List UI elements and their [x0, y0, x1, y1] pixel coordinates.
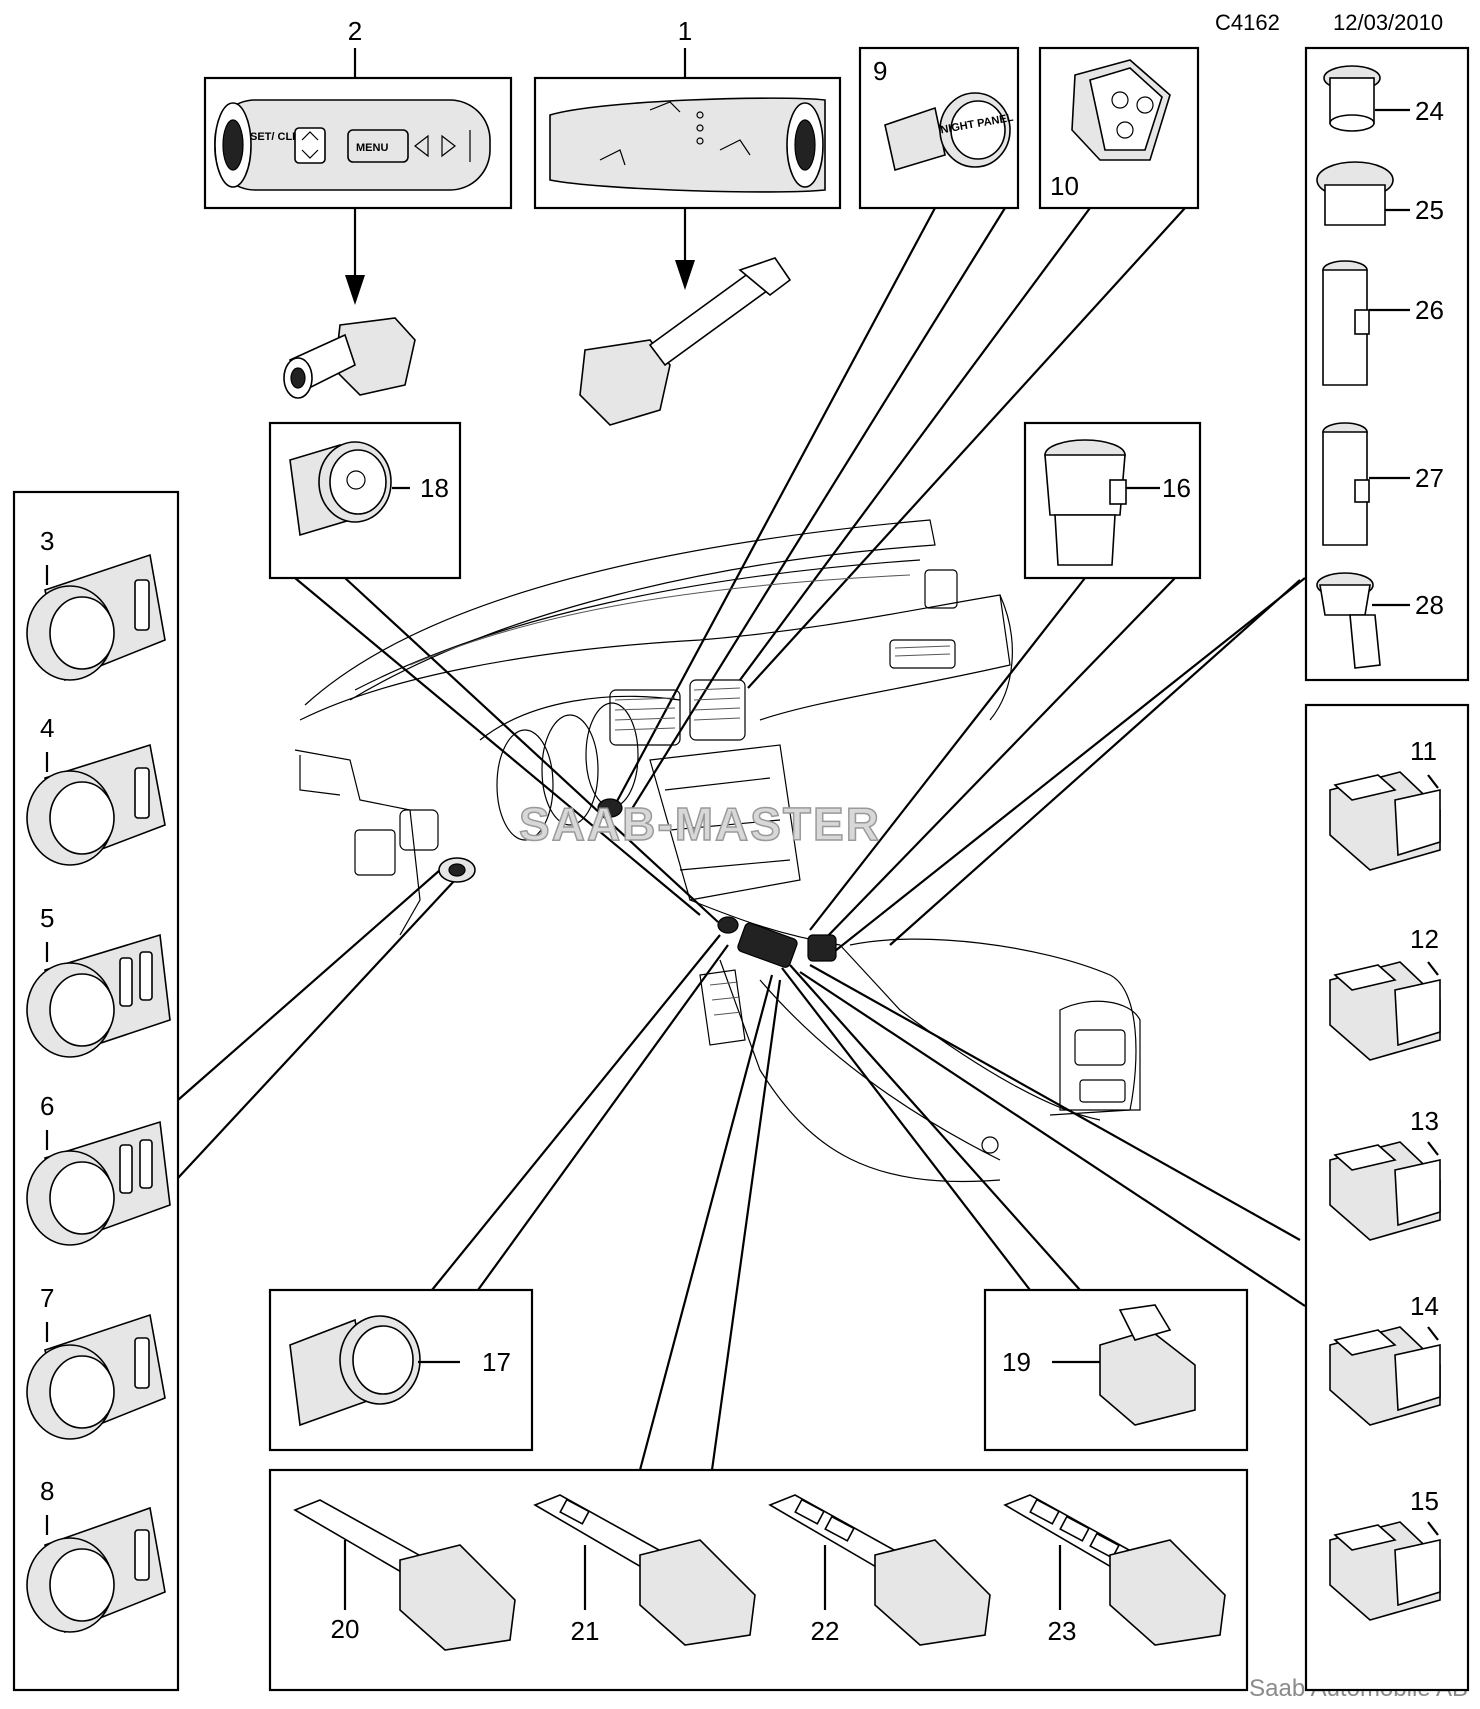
- wiper-stalk-icon: [579, 257, 792, 426]
- part-9-box: NIGHT PANEL: [858, 46, 1020, 210]
- callout-3: 3: [40, 526, 54, 556]
- cruise-control-stalk-icon: [283, 317, 416, 399]
- leader-lines: [177, 207, 1330, 1471]
- callout-11: 11: [1410, 736, 1437, 766]
- part-1-box: [533, 76, 842, 210]
- set-clr-label: SET/ CLR: [250, 131, 300, 143]
- part-16-box: [1023, 421, 1202, 580]
- part-17-box: [268, 1288, 534, 1452]
- switch-panel-icon: [293, 1494, 1226, 1651]
- part-3-8-box: [12, 490, 180, 1692]
- arrow-2: [345, 275, 365, 305]
- callout-17: 17: [482, 1347, 511, 1377]
- callout-22: 22: [811, 1616, 840, 1646]
- part-10-box: [1038, 46, 1200, 210]
- callout-14: 14: [1410, 1291, 1439, 1321]
- callout-18: 18: [420, 473, 449, 503]
- callout-13: 13: [1410, 1106, 1439, 1136]
- dashboard-illustration: [294, 519, 1141, 1183]
- callout-23: 23: [1048, 1616, 1077, 1646]
- callout-20: 20: [331, 1614, 360, 1644]
- callout-27: 27: [1415, 463, 1444, 493]
- headlamp-switch-icon: [26, 553, 171, 1634]
- callout-7: 7: [40, 1283, 54, 1313]
- callout-4: 4: [40, 713, 54, 743]
- callout-28: 28: [1415, 590, 1444, 620]
- callout-8: 8: [40, 1476, 54, 1506]
- diagram-date: 12/03/2010: [1333, 10, 1443, 35]
- callout-10: 10: [1050, 171, 1079, 201]
- callout-15: 15: [1410, 1486, 1439, 1516]
- part-2-box: SET/ CLR MENU: [203, 76, 513, 210]
- callout-21: 21: [571, 1616, 600, 1646]
- callout-2: 2: [348, 16, 362, 46]
- callout-26: 26: [1415, 295, 1444, 325]
- callout-5: 5: [40, 903, 54, 933]
- arrow-1: [675, 260, 695, 290]
- power-outlet-icon: [1316, 65, 1410, 669]
- callout-1: 1: [678, 16, 692, 46]
- menu-label: MENU: [356, 142, 388, 154]
- callout-19: 19: [1002, 1347, 1031, 1377]
- part-19-box: [983, 1288, 1249, 1452]
- callout-6: 6: [40, 1091, 54, 1121]
- diagram-code: C4162: [1215, 10, 1280, 35]
- callout-24: 24: [1415, 96, 1444, 126]
- part-18-box: [268, 421, 462, 580]
- watermark: SAAB-MASTER: [519, 798, 881, 850]
- callout-12: 12: [1410, 924, 1439, 954]
- window-switch-icon: [1329, 771, 1441, 1621]
- callout-25: 25: [1415, 195, 1444, 225]
- callout-16: 16: [1162, 473, 1191, 503]
- callout-9: 9: [873, 56, 887, 86]
